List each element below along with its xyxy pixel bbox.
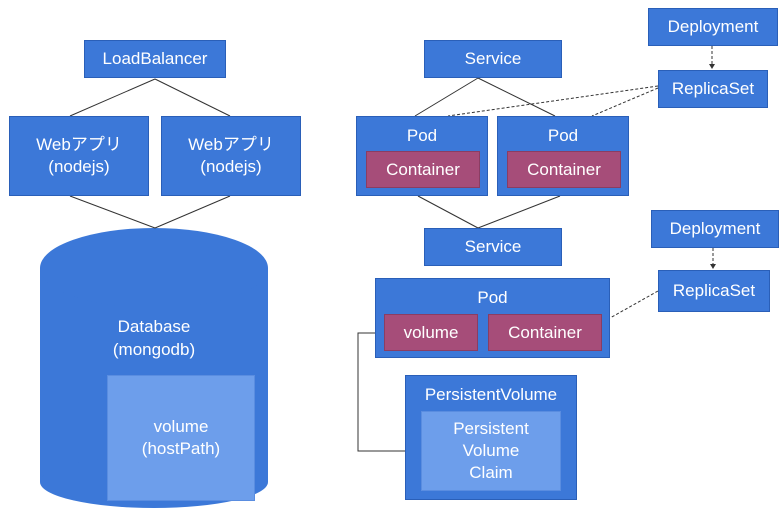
pod-db-volume-label: volume: [403, 322, 459, 342]
persistent-volume-label: PersistentVolume: [424, 385, 558, 404]
replicaset-1: ReplicaSet: [658, 70, 768, 108]
web-app-2: Webアプリ (nodejs): [161, 116, 301, 196]
dash-rs1-pod1: [447, 85, 659, 117]
arrow-deploy1-rs1: [709, 64, 715, 69]
dash-rs1-pod2: [591, 87, 659, 117]
line-web2-db: [154, 195, 231, 229]
pod-2-container: Container: [507, 151, 621, 188]
replicaset-2: ReplicaSet: [658, 270, 770, 312]
pod-db-container-label: Container: [508, 322, 582, 342]
deployment-2-label: Deployment: [669, 219, 761, 238]
line-volume-pvc: [357, 332, 421, 452]
pvc-line-2: Volume: [462, 441, 520, 460]
service-top-label: Service: [464, 49, 522, 68]
host-volume-name: volume: [153, 417, 209, 436]
pod-1-label: Pod: [406, 126, 438, 145]
pod-db-volume: volume: [384, 314, 478, 351]
web-app-2-name: Webアプリ: [188, 135, 274, 154]
line-web1-db: [69, 195, 156, 229]
line-service-pod2: [477, 77, 556, 117]
line-service-pod1: [414, 77, 479, 117]
replicaset-2-label: ReplicaSet: [672, 281, 756, 300]
line-pod1-service: [417, 195, 479, 229]
database-engine: (mongodb): [112, 340, 196, 359]
service-mid: Service: [424, 228, 562, 266]
deployment-2: Deployment: [651, 210, 779, 248]
line-lb-web1: [69, 78, 156, 117]
line-lb-web2: [154, 78, 231, 117]
pod-1-container-label: Container: [386, 159, 460, 179]
pod-2-label: Pod: [547, 126, 579, 145]
line-pod2-service: [477, 195, 561, 229]
load-balancer: LoadBalancer: [84, 40, 226, 78]
host-volume-type: (hostPath): [141, 439, 221, 458]
web-app-1: Webアプリ (nodejs): [9, 116, 149, 196]
web-app-1-runtime: (nodejs): [48, 157, 110, 176]
persistent-volume-claim: Persistent Volume Claim: [421, 411, 561, 491]
pod-1-container: Container: [366, 151, 480, 188]
replicaset-1-label: ReplicaSet: [671, 79, 755, 98]
pvc-line-1: Persistent: [453, 419, 529, 438]
pod-db-container: Container: [488, 314, 602, 351]
host-volume: volume (hostPath): [107, 375, 255, 501]
database-name: Database: [117, 317, 191, 336]
service-top: Service: [424, 40, 562, 78]
pod-db-label: Pod: [477, 288, 508, 307]
load-balancer-label: LoadBalancer: [102, 49, 208, 68]
arrow-deploy2-rs2: [710, 264, 716, 269]
web-app-2-runtime: (nodejs): [200, 157, 262, 176]
database-label: Database (mongodb): [84, 315, 224, 361]
pvc-line-3: Claim: [469, 463, 513, 482]
dash-rs2-poddb: [609, 290, 659, 319]
pod-2-container-label: Container: [527, 159, 601, 179]
web-app-1-name: Webアプリ: [36, 135, 122, 154]
deployment-1: Deployment: [648, 8, 778, 46]
deployment-1-label: Deployment: [667, 17, 759, 36]
service-mid-label: Service: [464, 237, 522, 256]
